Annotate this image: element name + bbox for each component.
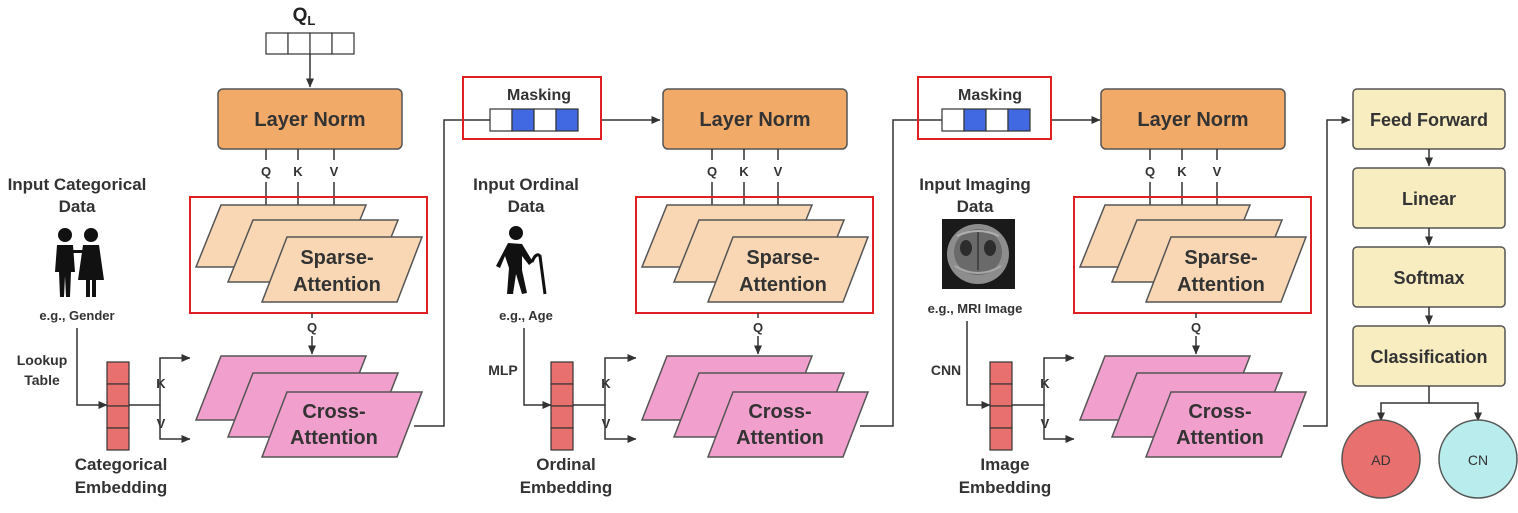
output-ad-label: AD: [1371, 452, 1390, 468]
encoder-label-line1: CNN: [931, 362, 961, 378]
masking-highlight: [917, 76, 1052, 140]
k-label-cross: K: [601, 376, 611, 391]
layer-norm-box: [1100, 88, 1286, 150]
sparse-attention-label-line1: Sparse-: [746, 247, 819, 269]
v-label: V: [1213, 164, 1222, 179]
input-title-line1: Input Ordinal: [473, 175, 579, 194]
embedding-vector: [989, 361, 1013, 451]
q-label: Q: [261, 164, 271, 179]
embedding-vector: [106, 361, 130, 451]
v-label-cross: V: [1041, 416, 1050, 431]
cross-q-label: Q: [753, 320, 763, 335]
sparse-attention-highlight: [1073, 196, 1312, 314]
stage-imaging: Masking Layer Norm Q K V Sparse- Attenti…: [917, 76, 1312, 497]
k-label: K: [1177, 164, 1187, 179]
cross-attention-stack: Cross- Attention: [1078, 355, 1308, 458]
sparse-attention-stack: Sparse- Attention: [640, 204, 870, 303]
output-cn: [1438, 419, 1518, 499]
k-label-cross: K: [1040, 376, 1050, 391]
output-cn-label: CN: [1468, 452, 1488, 468]
input-title-line2: Data: [59, 197, 96, 216]
masking-label: Masking: [507, 87, 571, 104]
elderly-person-icon: [496, 226, 547, 295]
qkv-arrows: Q K V: [256, 149, 344, 214]
v-label: V: [330, 164, 339, 179]
k-label-cross: K: [156, 376, 166, 391]
encoder-label-line1: Lookup: [17, 352, 68, 368]
sparse-attention-highlight: [189, 196, 428, 314]
layer-norm-label: Layer Norm: [1137, 109, 1248, 131]
cross-attention-label-line1: Cross-: [1188, 401, 1251, 423]
cross-attention-label-line1: Cross-: [748, 401, 811, 423]
cross-attention-stack: Cross- Attention: [194, 355, 424, 458]
sparse-attention-label-line2: Attention: [293, 274, 381, 296]
layer-norm-box: [217, 88, 403, 150]
v-label-cross: V: [157, 416, 166, 431]
cross-attention-label-line2: Attention: [1176, 427, 1264, 449]
sparse-attention-stack: Sparse- Attention: [1078, 204, 1308, 303]
cross-attention-label-line2: Attention: [736, 427, 824, 449]
embedding-label-line1: Image: [980, 455, 1029, 474]
softmax-label: Softmax: [1393, 268, 1464, 288]
sparse-attention-label-line1: Sparse-: [300, 247, 373, 269]
input-title-line1: Input Categorical: [8, 175, 147, 194]
q-label: Q: [1145, 164, 1155, 179]
cross-q-label: Q: [307, 320, 317, 335]
input-title-line1: Input Imaging: [919, 175, 1030, 194]
query-token-cells: [265, 32, 355, 55]
cross-q-label: Q: [1191, 320, 1201, 335]
masking-token-cells: [489, 108, 579, 132]
sparse-attention-label-line1: Sparse-: [1184, 247, 1257, 269]
encoder-label-line2: Table: [24, 372, 60, 388]
embedding-label-line1: Categorical: [75, 455, 168, 474]
embedding-label-line2: Embedding: [520, 478, 613, 497]
sparse-attention-label-line2: Attention: [1177, 274, 1265, 296]
masking-token-cells: [941, 108, 1031, 132]
input-title-line2: Data: [508, 197, 545, 216]
qkv-arrows: Q K V: [702, 149, 788, 214]
linear-label: Linear: [1402, 189, 1456, 209]
layer-norm-label: Layer Norm: [254, 109, 365, 131]
embedding-label-line2: Embedding: [75, 478, 168, 497]
input-example: e.g., MRI Image: [928, 301, 1023, 316]
input-title-line2: Data: [957, 197, 994, 216]
sparse-attention-label-line2: Attention: [739, 274, 827, 296]
q-label: Q: [707, 164, 717, 179]
query-token-group: QL: [265, 5, 355, 88]
classification-head: Feed Forward Linear Softmax Classificati…: [1341, 88, 1518, 499]
encoder-label-line1: MLP: [488, 362, 518, 378]
k-label: K: [293, 164, 303, 179]
masking-label: Masking: [958, 87, 1022, 104]
stage-categorical: Layer Norm Q K V Sparse- Attention Q: [8, 88, 428, 497]
feed-forward-label: Feed Forward: [1370, 110, 1488, 130]
embedding-vector: [550, 361, 574, 451]
sparse-attention-stack: Sparse- Attention: [194, 204, 424, 303]
layer-norm-label: Layer Norm: [699, 109, 810, 131]
embedding-label-line1: Ordinal: [536, 455, 596, 474]
cross-attention-label-line1: Cross-: [302, 401, 365, 423]
embedding-label-line2: Embedding: [959, 478, 1052, 497]
layer-norm-box: [662, 88, 848, 150]
masking-highlight: [462, 76, 602, 140]
query-label: QL: [293, 5, 316, 28]
cross-attention-stack: Cross- Attention: [640, 355, 870, 458]
v-label-cross: V: [602, 416, 611, 431]
k-label: K: [739, 164, 749, 179]
classification-label: Classification: [1370, 347, 1487, 367]
cross-attention-label-line2: Attention: [290, 427, 378, 449]
qkv-arrows: Q K V: [1140, 149, 1227, 214]
stage-ordinal: Masking Layer Norm Q K V Sparse- Attenti…: [462, 76, 874, 497]
mri-brain-image: [942, 219, 1015, 289]
input-example: e.g., Age: [499, 308, 553, 323]
input-example: e.g., Gender: [39, 308, 114, 323]
v-label: V: [774, 164, 783, 179]
output-ad: [1341, 419, 1421, 499]
couple-icon: [55, 228, 104, 297]
sparse-attention-highlight: [635, 196, 874, 314]
